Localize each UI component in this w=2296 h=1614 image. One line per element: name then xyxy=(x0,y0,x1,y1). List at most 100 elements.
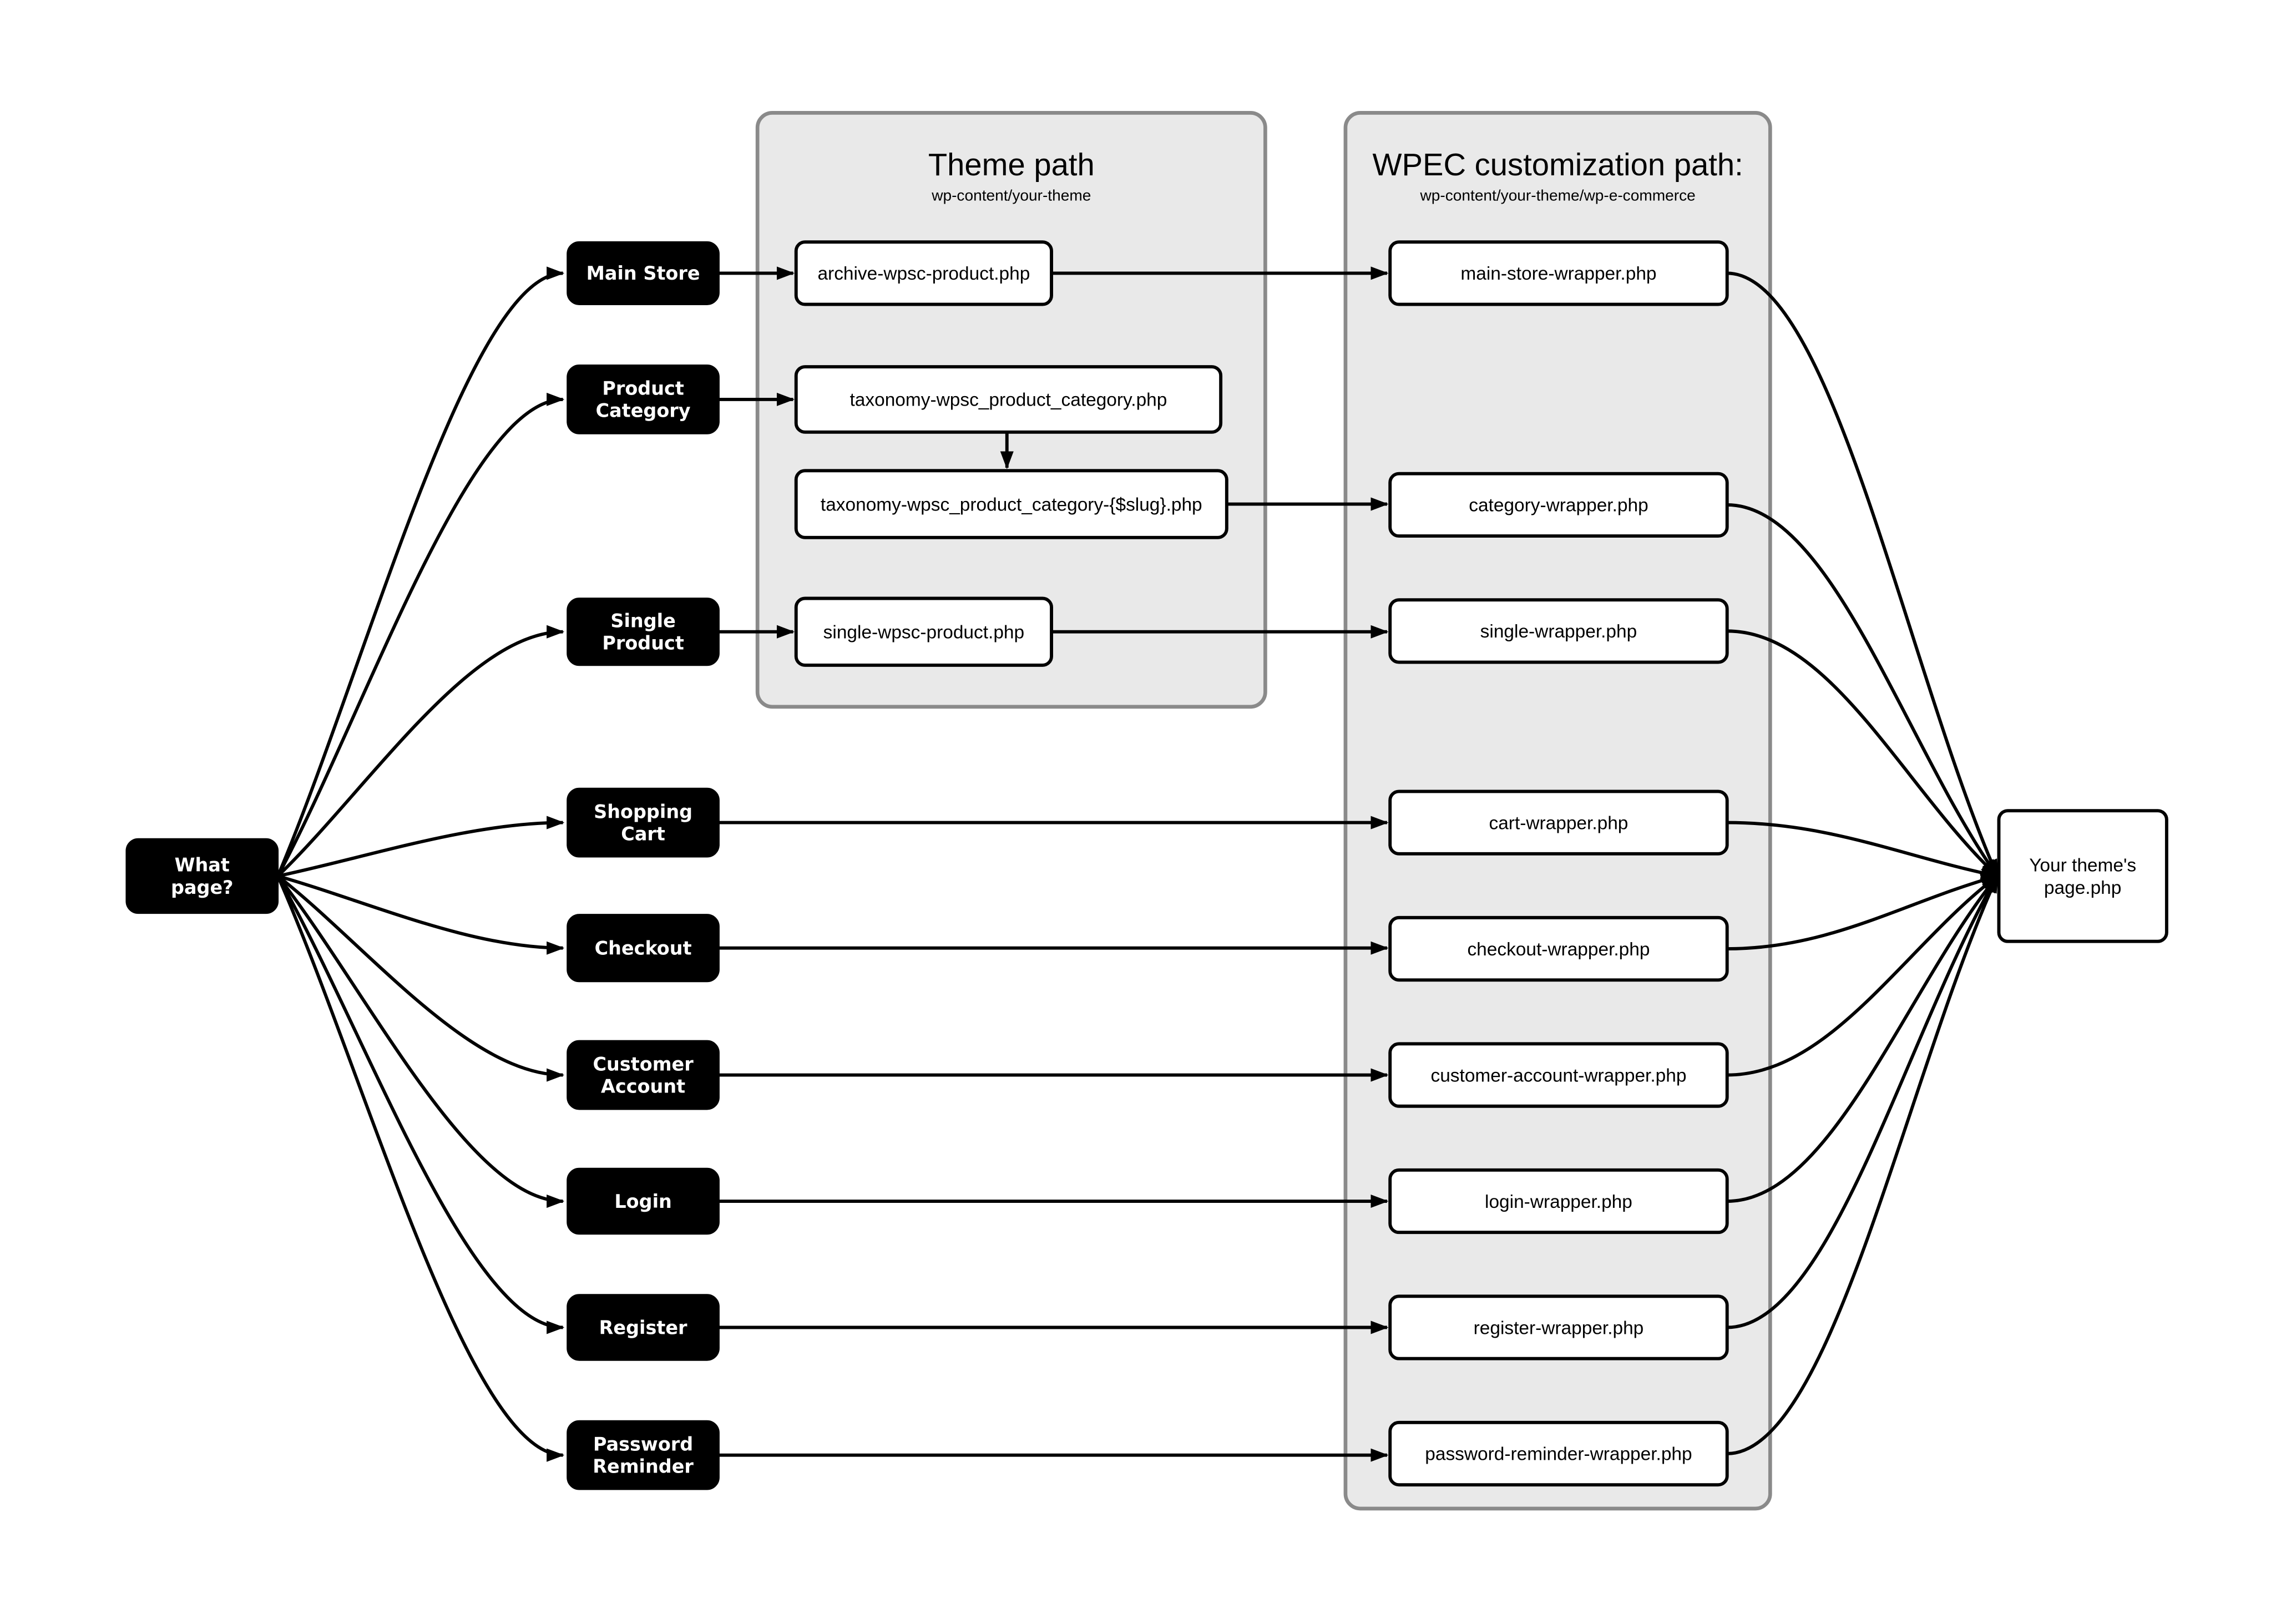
node-label: Cart xyxy=(621,823,665,844)
node-taxonomy-file: taxonomy-wpsc_product_category.php xyxy=(794,365,1223,434)
node-box xyxy=(794,240,1053,306)
node-box xyxy=(1388,1420,1729,1487)
node-box xyxy=(567,787,720,858)
node-box xyxy=(1388,915,1729,982)
node-label: category-wrapper.php xyxy=(1469,495,1648,516)
node-label: Password xyxy=(593,1433,693,1455)
node-label: Product xyxy=(602,378,684,399)
edge-password-reminder-wrapper-theme-page xyxy=(1727,874,1999,1455)
node-label: single-wpsc-product.php xyxy=(823,622,1024,642)
edge-what-page-shopping-cart xyxy=(277,816,565,878)
edge-login-wrapper-theme-page xyxy=(1727,874,1999,1203)
node-login: Login xyxy=(567,1167,720,1235)
node-cart-wrapper: cart-wrapper.php xyxy=(1388,790,1729,856)
node-label: main-store-wrapper.php xyxy=(1460,264,1656,284)
edge-cart-wrapper-theme-page xyxy=(1727,821,1999,879)
node-label: taxonomy-wpsc_product_category.php xyxy=(850,390,1167,411)
node-box xyxy=(1388,240,1729,306)
node-label: Single xyxy=(610,610,675,631)
node-label: single-wrapper.php xyxy=(1480,621,1637,642)
node-box xyxy=(567,598,720,666)
edge-what-page-customer-account xyxy=(276,874,565,1082)
panel-title: WPEC customization path: xyxy=(1372,147,1743,182)
node-category-wrapper: category-wrapper.php xyxy=(1388,472,1729,538)
edge-category-wrapper-theme-page xyxy=(1727,503,1999,878)
panel-subtitle: wp-content/your-theme xyxy=(931,186,1091,204)
node-label: page? xyxy=(171,877,234,898)
node-box xyxy=(567,1040,720,1110)
node-label: Category xyxy=(596,400,691,422)
node-archive-file: archive-wpsc-product.php xyxy=(794,240,1053,306)
panel-subtitle: wp-content/your-theme/wp-e-commerce xyxy=(1420,186,1696,204)
node-login-wrapper: login-wrapper.php xyxy=(1388,1168,1729,1234)
edge-what-page-single-product xyxy=(276,625,565,878)
node-box xyxy=(567,1420,720,1490)
edge-customer-account-wrapper-theme-page xyxy=(1727,874,1999,1077)
node-label: login-wrapper.php xyxy=(1485,1192,1632,1212)
node-label: Product xyxy=(602,633,684,654)
node-label: cart-wrapper.php xyxy=(1489,813,1629,833)
node-box xyxy=(567,365,720,434)
node-box xyxy=(1388,790,1729,856)
node-label: Main Store xyxy=(586,262,700,284)
node-box xyxy=(1388,1168,1729,1234)
edge-single-wrapper-theme-page xyxy=(1727,629,1999,878)
node-label: What xyxy=(175,854,230,876)
node-slug-file: taxonomy-wpsc_product_category-{$slug}.p… xyxy=(794,469,1228,539)
edge-what-page-product-category xyxy=(276,392,565,877)
node-label: checkout-wrapper.php xyxy=(1467,939,1650,960)
node-box xyxy=(567,1167,720,1235)
node-box xyxy=(794,469,1228,539)
node-label: Reminder xyxy=(593,1455,694,1477)
node-box xyxy=(1388,1042,1729,1108)
node-box xyxy=(1997,809,2168,943)
node-box xyxy=(1388,1294,1729,1360)
node-label: Checkout xyxy=(595,938,692,959)
node-label: Account xyxy=(601,1075,685,1097)
node-box xyxy=(125,838,279,914)
node-box xyxy=(567,914,720,983)
node-label: register-wrapper.php xyxy=(1474,1318,1644,1338)
node-register-wrapper: register-wrapper.php xyxy=(1388,1294,1729,1360)
node-label: customer-account-wrapper.php xyxy=(1430,1065,1686,1086)
edge-what-page-login xyxy=(276,875,565,1208)
node-main-store-wrapper: main-store-wrapper.php xyxy=(1388,240,1729,306)
node-single-wrapper: single-wrapper.php xyxy=(1388,598,1729,664)
node-box xyxy=(1388,472,1729,538)
node-label: Shopping xyxy=(594,801,692,822)
node-box xyxy=(794,365,1223,434)
node-customer-account-wrapper: customer-account-wrapper.php xyxy=(1388,1042,1729,1108)
node-checkout: Checkout xyxy=(567,914,720,983)
node-main-store: Main Store xyxy=(567,241,720,305)
node-label: taxonomy-wpsc_product_category-{$slug}.p… xyxy=(821,494,1202,515)
panel-title: Theme path xyxy=(928,147,1095,182)
node-checkout-wrapper: checkout-wrapper.php xyxy=(1388,915,1729,982)
edge-what-page-register xyxy=(276,875,565,1334)
node-label: Your theme's xyxy=(2029,856,2136,876)
edge-what-page-main-store xyxy=(276,266,565,877)
node-label: Login xyxy=(614,1191,671,1212)
node-box xyxy=(794,596,1053,667)
edge-what-page-password-reminder xyxy=(276,875,565,1462)
edge-checkout-wrapper-theme-page xyxy=(1727,874,1999,951)
node-single-file: single-wpsc-product.php xyxy=(794,596,1053,667)
node-label: archive-wpsc-product.php xyxy=(817,264,1030,284)
node-box xyxy=(567,1294,720,1361)
edge-register-wrapper-theme-page xyxy=(1727,874,1999,1329)
node-box xyxy=(1388,598,1729,664)
node-password-reminder-wrapper: password-reminder-wrapper.php xyxy=(1388,1420,1729,1487)
node-label: page.php xyxy=(2044,878,2121,898)
node-label: Customer xyxy=(593,1053,694,1075)
node-label: password-reminder-wrapper.php xyxy=(1425,1444,1692,1465)
node-label: Register xyxy=(599,1317,687,1338)
edge-what-page-checkout xyxy=(277,874,565,955)
